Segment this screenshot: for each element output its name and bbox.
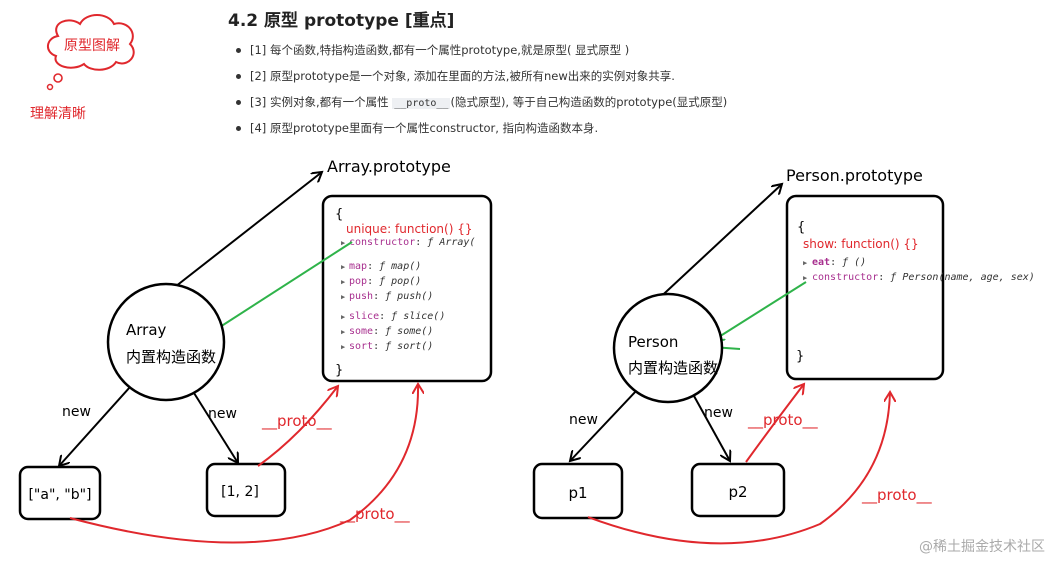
new-arrow <box>193 392 238 463</box>
array-constructor-circle <box>106 282 226 402</box>
prototype-arrow <box>652 184 782 305</box>
bullet-text: [1] 每个函数,特指构造函数,都有一个属性prototype,就是原型( 显式… <box>250 43 630 57</box>
cloud-shape <box>47 14 135 71</box>
bullet-item: [3] 实例对象,都有一个属性 __proto__(隐式原型), 等于自己构造函… <box>236 92 727 118</box>
note-text: 理解清晰 <box>30 106 86 122</box>
custom-method: unique: function() {} <box>346 222 472 236</box>
proto-arrow <box>587 392 890 545</box>
section-title: 4.2 原型 prototype [重点] <box>228 11 455 31</box>
expand-triangle: ▶ <box>341 239 346 247</box>
prop-row: eat: ƒ () <box>812 257 866 268</box>
bullet-text-tail: (隐式原型), 等于自己构造函数的prototype(显式原型) <box>450 95 728 109</box>
expand-triangle: ▶ <box>803 274 808 282</box>
watermark: @稀土掘金技术社区 <box>919 539 1045 555</box>
proto-label: __proto__ <box>747 411 818 430</box>
constructor-desc: 内置构造函数 <box>126 348 216 366</box>
instance-label: p2 <box>728 483 747 501</box>
expand-triangle: ▶ <box>341 278 346 286</box>
box-open-brace: { <box>797 220 805 235</box>
expand-triangle: ▶ <box>803 259 808 267</box>
prop-row: pop: ƒ pop() <box>349 276 421 287</box>
bullet-text: [3] 实例对象,都有一个属性 <box>250 95 393 109</box>
proto-label: __proto__ <box>261 412 332 431</box>
instance-label: ["a", "b"] <box>28 487 91 503</box>
new-label: new <box>704 405 733 421</box>
expand-triangle: ▶ <box>341 328 346 336</box>
expand-triangle: ▶ <box>341 293 346 301</box>
cloud-dot <box>53 73 63 83</box>
new-label: new <box>208 406 237 422</box>
prop-row: slice: ƒ slice() <box>349 311 445 322</box>
expand-triangle: ▶ <box>341 313 346 321</box>
prop-row: some: ƒ some() <box>349 326 433 337</box>
bullet-item: [4] 原型prototype里面有一个属性constructor, 指向构造函… <box>236 118 727 144</box>
prop-row: push: ƒ push() <box>349 291 433 302</box>
new-arrow <box>59 386 131 466</box>
proto-label: __proto__ <box>861 486 932 505</box>
prop-row: constructor: ƒ Person(name, age, sex) <box>812 272 1035 283</box>
constructor-arrow <box>206 241 353 336</box>
array-prototype-label: Array.prototype <box>327 157 451 176</box>
instance-label: p1 <box>568 484 587 502</box>
new-label: new <box>62 404 91 420</box>
box-close-brace: } <box>335 363 343 378</box>
person-prototype-box <box>785 194 945 381</box>
prop-row: map: ƒ map() <box>349 261 421 272</box>
prop-row: sort: ƒ sort() <box>349 341 433 352</box>
bullet-code: __proto__ <box>392 98 451 109</box>
thought-bubble: 原型图解 <box>46 14 135 91</box>
constructor-name: Array <box>126 321 167 339</box>
instance-box <box>532 462 624 520</box>
cloud-dot <box>46 83 54 91</box>
box-open-brace: { <box>335 207 343 222</box>
new-arrow <box>570 390 637 461</box>
constructor-name: Person <box>628 333 678 351</box>
prop-row: constructor: ƒ Array( <box>349 237 475 248</box>
bullet-text: [2] 原型prototype是一个对象, 添加在里面的方法,被所有new出来的… <box>250 69 675 83</box>
constructor-arrow <box>714 281 807 340</box>
expand-triangle: ▶ <box>341 263 346 271</box>
proto-label: __proto__ <box>339 505 410 524</box>
instance-label: [1, 2] <box>221 484 259 500</box>
expand-triangle: ▶ <box>341 343 346 351</box>
constructor-desc: 内置构造函数 <box>628 359 718 377</box>
person-constructor-circle <box>612 292 724 404</box>
new-arrow <box>693 395 730 461</box>
box-close-brace: } <box>796 349 804 364</box>
bullet-item: [2] 原型prototype是一个对象, 添加在里面的方法,被所有new出来的… <box>236 66 727 92</box>
bullet-text: [4] 原型prototype里面有一个属性constructor, 指向构造函… <box>250 121 599 135</box>
bullet-item: [1] 每个函数,特指构造函数,都有一个属性prototype,就是原型( 显式… <box>236 40 727 66</box>
instance-box <box>205 462 287 518</box>
custom-method: show: function() {} <box>803 237 919 251</box>
new-label: new <box>569 412 598 428</box>
proto-arrow <box>69 384 418 544</box>
person-prototype-label: Person.prototype <box>786 166 923 185</box>
proto-arrow <box>257 386 338 467</box>
bullet-list: [1] 每个函数,特指构造函数,都有一个属性prototype,就是原型( 显式… <box>236 40 727 144</box>
bubble-text: 原型图解 <box>64 38 120 54</box>
proto-arrow <box>745 384 804 463</box>
instance-box <box>690 462 786 518</box>
array-prototype-box <box>321 194 493 383</box>
instance-box <box>18 465 102 521</box>
